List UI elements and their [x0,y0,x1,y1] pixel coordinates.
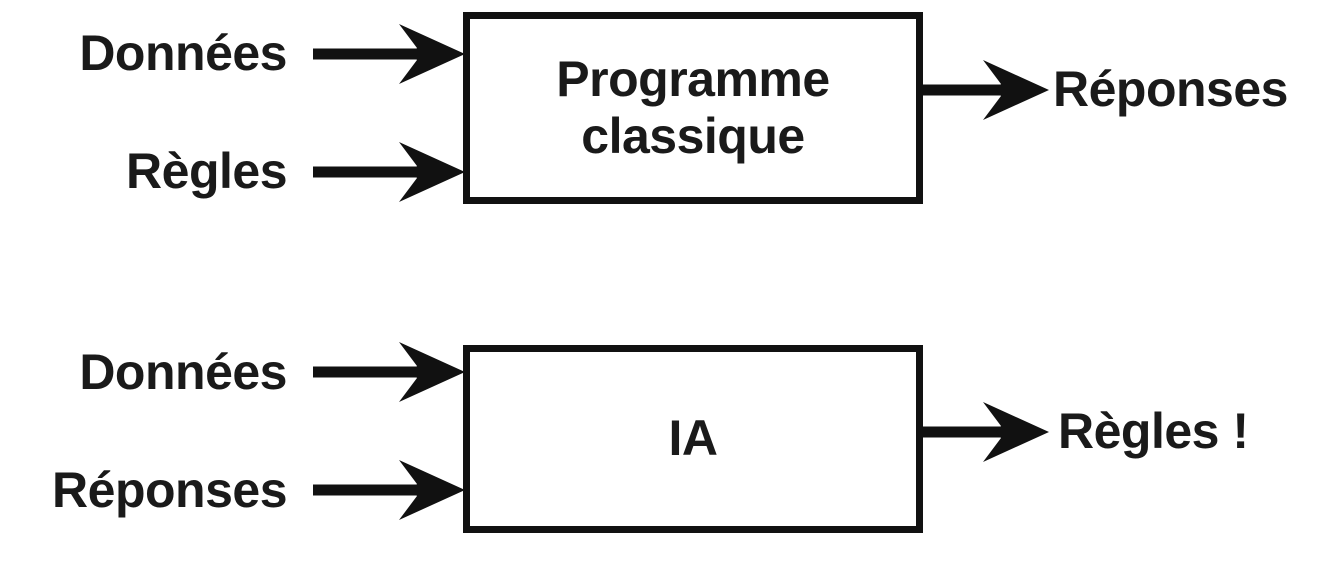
process-box-ia-label: IA [659,410,728,468]
row1-input-label-regles: Règles [126,143,287,199]
row2-output-arrow-regles [921,402,1049,464]
process-box-programme-classique: Programme classique [463,12,923,204]
row2-input-label-reponses: Réponses [52,462,287,518]
row1-input-label-donnees: Données [79,25,287,81]
row1-output-arrow-reponses [921,60,1049,122]
process-box-programme-classique-label: Programme classique [546,51,839,166]
process-label-line1: IA [668,410,719,467]
row2-input-label-donnees: Données [79,344,287,400]
row1-input-arrow-donnees [313,24,465,86]
row2-input-arrow-reponses [313,460,465,522]
process-label-line2: classique [581,108,805,164]
row1-output-label-reponses: Réponses [1053,61,1288,117]
process-label-line1: Programme [556,50,830,107]
process-box-ia: IA [463,345,923,533]
row2-output-label-regles: Règles ! [1058,403,1249,459]
row1-input-arrow-regles [313,142,465,204]
row2-input-arrow-donnees [313,342,465,404]
